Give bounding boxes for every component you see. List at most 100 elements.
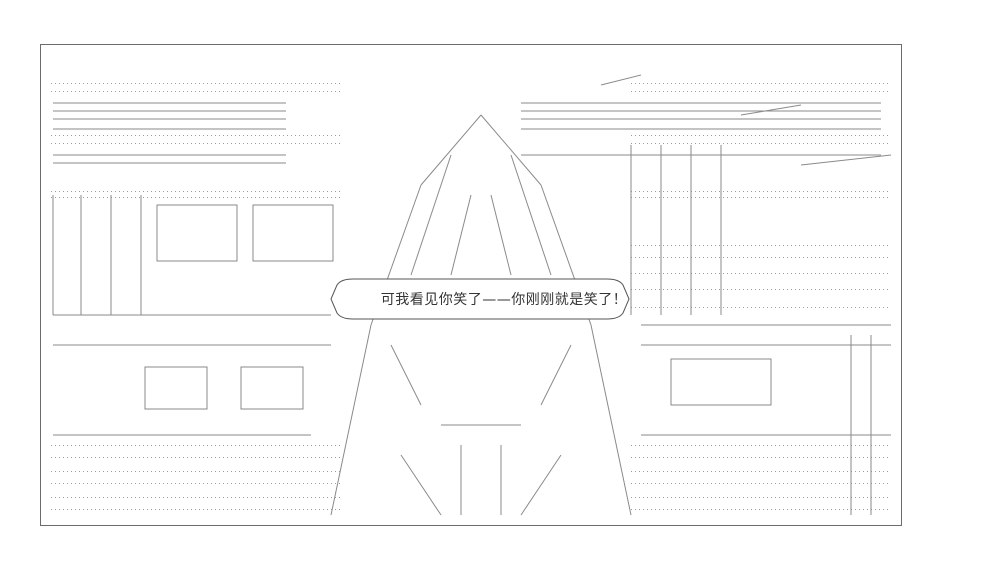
dot: [863, 197, 864, 198]
dot: [235, 135, 236, 136]
dot: [711, 509, 712, 510]
dot: [207, 509, 208, 510]
dot: [295, 445, 296, 446]
dot: [671, 245, 672, 246]
dot: [671, 91, 672, 92]
dot: [855, 483, 856, 484]
dot: [663, 143, 664, 144]
dot: [75, 191, 76, 192]
dot: [115, 197, 116, 198]
dot: [319, 191, 320, 192]
dot: [679, 497, 680, 498]
dot: [219, 197, 220, 198]
dot: [879, 471, 880, 472]
dot: [855, 471, 856, 472]
dot: [639, 289, 640, 290]
dot: [863, 245, 864, 246]
dot: [735, 135, 736, 136]
dot: [767, 197, 768, 198]
dot: [843, 197, 844, 198]
dot: [819, 135, 820, 136]
dot: [215, 497, 216, 498]
dot: [99, 135, 100, 136]
dot: [175, 509, 176, 510]
dot: [83, 191, 84, 192]
dot: [767, 91, 768, 92]
dot: [215, 483, 216, 484]
dot: [259, 509, 260, 510]
dot: [655, 143, 656, 144]
dot: [271, 509, 272, 510]
dot: [215, 91, 216, 92]
dot: [95, 83, 96, 84]
dot: [179, 135, 180, 136]
dot: [663, 307, 664, 308]
dot: [643, 273, 644, 274]
dot: [239, 191, 240, 192]
dot: [655, 483, 656, 484]
dot: [131, 509, 132, 510]
dot: [107, 471, 108, 472]
dot: [151, 483, 152, 484]
dot: [707, 135, 708, 136]
dot: [715, 135, 716, 136]
dot: [879, 257, 880, 258]
dot: [831, 191, 832, 192]
dot: [99, 497, 100, 498]
dot: [719, 197, 720, 198]
dot: [307, 509, 308, 510]
dot: [811, 197, 812, 198]
dot: [771, 457, 772, 458]
dot: [875, 83, 876, 84]
dot: [775, 445, 776, 446]
dot: [195, 143, 196, 144]
dot: [163, 457, 164, 458]
dot: [707, 257, 708, 258]
dot: [803, 143, 804, 144]
dot: [803, 307, 804, 308]
dot: [255, 191, 256, 192]
dot: [751, 483, 752, 484]
dot: [311, 91, 312, 92]
dot: [639, 307, 640, 308]
dot: [235, 143, 236, 144]
dot: [299, 457, 300, 458]
dot: [167, 143, 168, 144]
dot: [839, 497, 840, 498]
dot: [235, 483, 236, 484]
dot: [831, 91, 832, 92]
dot: [759, 497, 760, 498]
dot: [739, 307, 740, 308]
dot: [883, 307, 884, 308]
dot: [731, 91, 732, 92]
dot: [151, 191, 152, 192]
dot: [635, 457, 636, 458]
dot: [159, 91, 160, 92]
dot: [203, 445, 204, 446]
dot: [183, 83, 184, 84]
dot: [771, 273, 772, 274]
dot: [227, 143, 228, 144]
dot: [847, 135, 848, 136]
dot: [331, 191, 332, 192]
dot: [631, 91, 632, 92]
dot: [643, 197, 644, 198]
dot: [883, 191, 884, 192]
dot: [243, 483, 244, 484]
dot: [711, 483, 712, 484]
dot: [843, 91, 844, 92]
dot: [179, 471, 180, 472]
dot: [99, 197, 100, 198]
dot: [307, 143, 308, 144]
dot: [811, 273, 812, 274]
dot: [811, 143, 812, 144]
dot: [823, 471, 824, 472]
dot: [751, 307, 752, 308]
dot: [83, 509, 84, 510]
dot: [735, 483, 736, 484]
dot: [75, 135, 76, 136]
dot: [827, 91, 828, 92]
dot: [203, 457, 204, 458]
dot: [851, 257, 852, 258]
dot: [55, 471, 56, 472]
